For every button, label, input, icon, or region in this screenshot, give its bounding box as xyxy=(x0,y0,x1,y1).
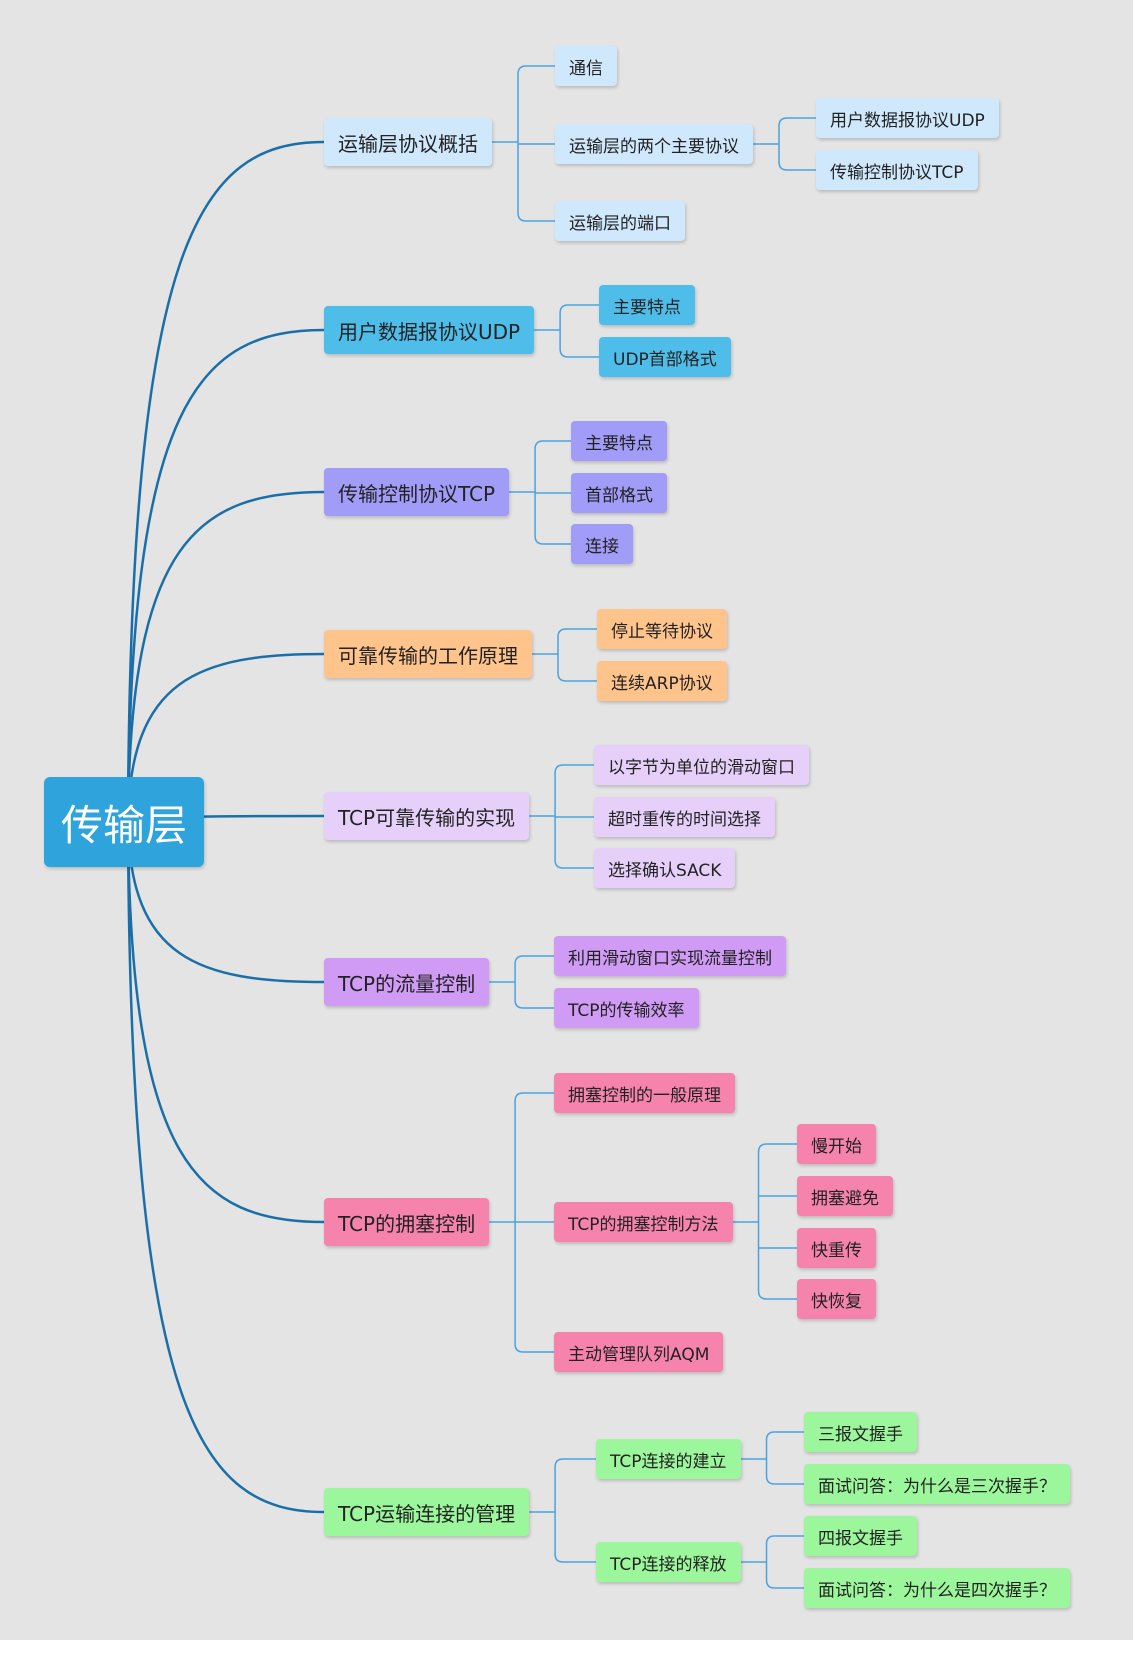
child-connector xyxy=(559,348,599,358)
child-connector xyxy=(514,1343,554,1353)
child-connector xyxy=(559,304,599,314)
child-connector xyxy=(554,1458,596,1468)
node-interview-four-way[interactable]: 面试问答：为什么是四次握手？ xyxy=(804,1568,1070,1608)
node-interview-three-way[interactable]: 面试问答：为什么是三次握手？ xyxy=(804,1464,1070,1504)
node-communication[interactable]: 通信 xyxy=(555,46,617,86)
child-connector xyxy=(517,212,555,222)
child-connector xyxy=(534,440,571,450)
branch-tcp[interactable]: 传输控制协议TCP xyxy=(324,468,510,516)
node-congestion-methods[interactable]: TCP的拥塞控制方法 xyxy=(554,1202,733,1242)
child-connector xyxy=(554,764,594,774)
node-tcp-efficiency[interactable]: TCP的传输效率 xyxy=(554,988,699,1028)
node-udp-protocol[interactable]: 用户数据报协议UDP xyxy=(816,98,999,138)
node-congestion-avoidance[interactable]: 拥塞避免 xyxy=(797,1176,893,1216)
node-tcp-connection[interactable]: 连接 xyxy=(571,524,633,564)
branch-connection-management[interactable]: TCP运输连接的管理 xyxy=(324,1488,530,1536)
branch-flow-control[interactable]: TCP的流量控制 xyxy=(324,958,490,1006)
node-connection-release[interactable]: TCP连接的释放 xyxy=(596,1542,741,1582)
node-slow-start[interactable]: 慢开始 xyxy=(797,1124,876,1164)
root-connector xyxy=(126,140,325,823)
node-fast-recovery[interactable]: 快恢复 xyxy=(797,1279,876,1319)
node-connection-establish[interactable]: TCP连接的建立 xyxy=(596,1439,741,1479)
branch-overview[interactable]: 运输层协议概括 xyxy=(324,118,492,166)
child-connector xyxy=(514,955,554,965)
root-connector xyxy=(126,490,325,823)
node-stop-and-wait[interactable]: 停止等待协议 xyxy=(597,609,727,649)
node-flow-control-window[interactable]: 利用滑动窗口实现流量控制 xyxy=(554,936,786,976)
child-connector xyxy=(514,1092,554,1102)
root-connector xyxy=(126,328,325,823)
child-connector xyxy=(557,628,597,638)
root-connector xyxy=(126,652,325,823)
branch-congestion-control[interactable]: TCP的拥塞控制 xyxy=(324,1198,490,1246)
node-sack[interactable]: 选择确认SACK xyxy=(594,848,736,888)
branch-tcp-reliable-impl[interactable]: TCP可靠传输的实现 xyxy=(324,792,530,840)
node-two-protocols[interactable]: 运输层的两个主要协议 xyxy=(555,124,753,164)
node-three-way-handshake[interactable]: 三报文握手 xyxy=(804,1412,917,1452)
child-connector xyxy=(514,999,554,1009)
node-four-way-handshake[interactable]: 四报文握手 xyxy=(804,1516,917,1556)
node-aqm[interactable]: 主动管理队列AQM xyxy=(554,1332,724,1372)
child-connector xyxy=(534,535,571,545)
root-connector xyxy=(126,821,325,984)
child-connector xyxy=(765,1431,804,1441)
branch-reliable-transfer[interactable]: 可靠传输的工作原理 xyxy=(324,630,532,678)
child-connector xyxy=(557,672,597,682)
branch-udp[interactable]: 用户数据报协议UDP xyxy=(324,306,535,354)
child-connector xyxy=(554,859,594,869)
child-connector xyxy=(757,1143,797,1153)
node-udp-header[interactable]: UDP首部格式 xyxy=(599,337,731,377)
node-continuous-arq[interactable]: 连续ARP协议 xyxy=(597,661,727,701)
node-tcp-protocol[interactable]: 传输控制协议TCP xyxy=(816,150,978,190)
child-connector xyxy=(554,1553,596,1563)
child-connector xyxy=(778,117,816,127)
child-connector xyxy=(765,1579,804,1589)
child-connector xyxy=(765,1535,804,1545)
child-connector xyxy=(757,1290,797,1300)
root-connector xyxy=(126,821,325,1514)
root-connector xyxy=(126,821,325,1224)
node-transport-ports[interactable]: 运输层的端口 xyxy=(555,201,685,241)
node-retransmit-timeout[interactable]: 超时重传的时间选择 xyxy=(594,797,775,837)
child-connector xyxy=(765,1475,804,1485)
node-udp-features[interactable]: 主要特点 xyxy=(599,285,695,325)
node-sliding-window[interactable]: 以字节为单位的滑动窗口 xyxy=(594,745,809,785)
child-connector xyxy=(517,65,555,75)
node-tcp-features[interactable]: 主要特点 xyxy=(571,421,667,461)
node-congestion-principle[interactable]: 拥塞控制的一般原理 xyxy=(554,1073,735,1113)
child-connector xyxy=(778,161,816,171)
node-tcp-header[interactable]: 首部格式 xyxy=(571,473,667,513)
root-node[interactable]: 传输层 xyxy=(44,777,204,867)
node-fast-retransmit[interactable]: 快重传 xyxy=(797,1228,876,1268)
